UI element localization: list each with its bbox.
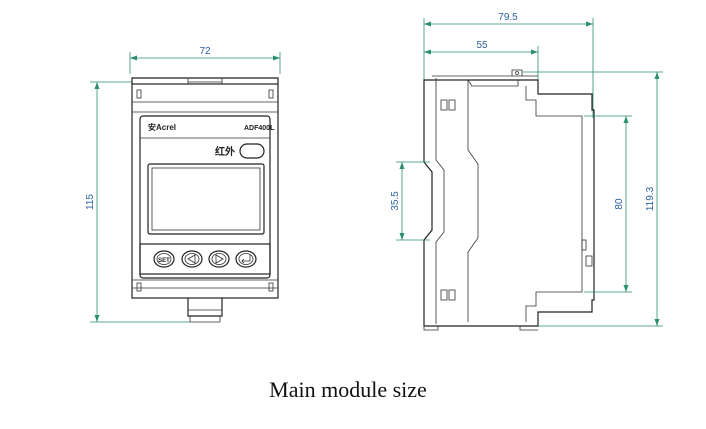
front-panel <box>139 115 271 279</box>
overall-depth-label: 79.5 <box>498 12 518 23</box>
set-button[interactable]: SET <box>153 250 175 268</box>
rail-label: 35.5 <box>390 191 401 211</box>
brand-logo: 安Acrel <box>148 122 176 132</box>
depth-label: 55 <box>476 40 488 51</box>
lcd-display <box>147 163 265 235</box>
side-depth-dimension: 55 <box>424 40 539 80</box>
ir-label: 红外 <box>215 145 235 158</box>
front-width-dimension: 72 <box>129 46 281 74</box>
body-height-label: 80 <box>614 198 625 210</box>
side-view: 79.5 55 <box>390 12 663 331</box>
enter-button[interactable] <box>235 250 257 268</box>
front-body <box>131 83 279 299</box>
ir-window <box>239 143 265 159</box>
overall-height-label: 119.3 <box>645 186 656 211</box>
top-rail-clip <box>131 77 279 84</box>
left-button[interactable] <box>181 250 203 268</box>
set-button-label: SET <box>158 258 170 264</box>
model-label: ADF400L <box>244 125 275 132</box>
front-view: 72 115 安Acrel ADF400L <box>85 46 281 323</box>
overall-height-dimension: 119.3 <box>522 71 663 327</box>
arrow-left-icon <box>187 254 196 264</box>
button-strip <box>139 243 271 275</box>
bottom-rail-clip <box>187 298 223 317</box>
arrow-right-icon <box>215 254 224 264</box>
top-tab <box>511 69 523 76</box>
figure-caption: Main module size <box>269 377 427 402</box>
front-height-dimension: 115 <box>85 81 190 323</box>
enter-icon <box>241 255 251 264</box>
right-button[interactable] <box>208 250 230 268</box>
side-body-outline <box>423 79 595 327</box>
side-overall-depth-dimension: 79.5 <box>423 12 594 118</box>
front-width-label: 72 <box>199 46 211 57</box>
front-height-label: 115 <box>85 194 96 210</box>
rail-dimension: 35.5 <box>390 161 430 241</box>
body-height-dimension: 80 <box>584 115 632 293</box>
